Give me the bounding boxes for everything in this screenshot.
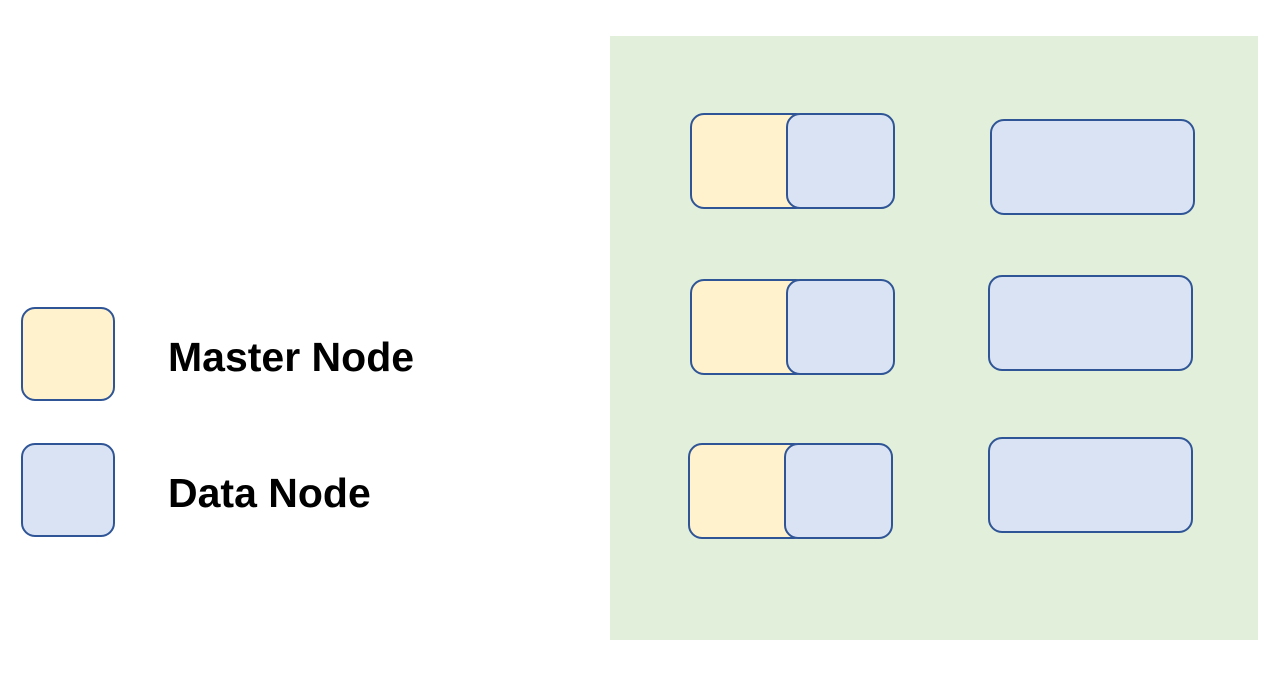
cluster-area [610,36,1258,640]
legend-label-data: Data Node [168,470,371,516]
legend-swatch-master [21,307,115,401]
node-data [786,279,895,375]
node-data [990,119,1195,215]
legend-label-master: Master Node [168,334,415,380]
node-data [784,443,893,539]
node-data [988,437,1193,533]
node-data [786,113,895,209]
node-data [988,275,1193,371]
legend-swatch-data [21,443,115,537]
